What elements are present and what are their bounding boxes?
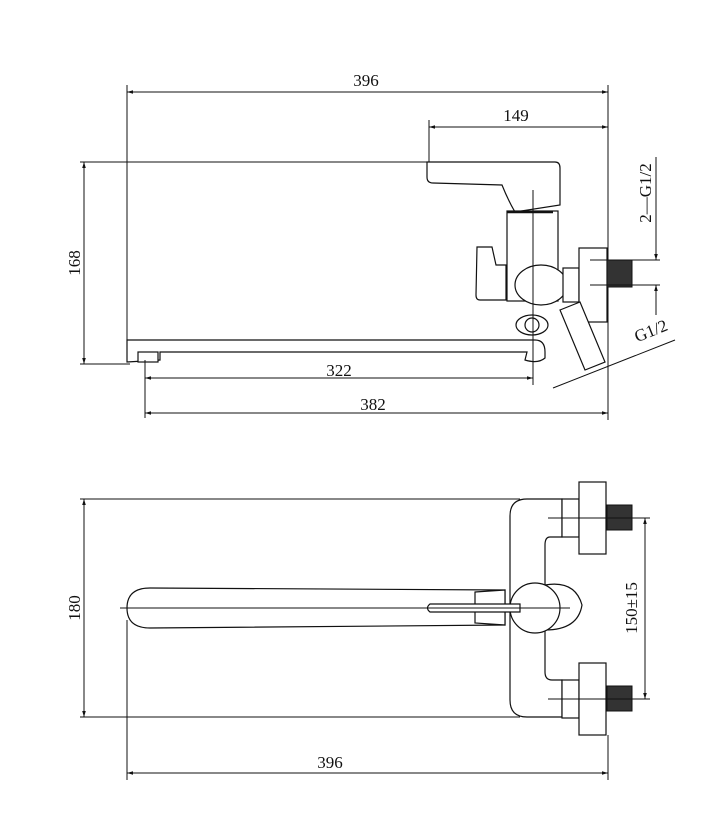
inlet-thread <box>606 259 633 288</box>
dim-inlet-spacing: 150±15 <box>622 582 641 634</box>
dim-height: 168 <box>65 250 84 276</box>
outlet-thread-label: G1/2 <box>632 316 671 346</box>
dim-depth: 180 <box>65 595 84 621</box>
inlet-thread-label: 2—G1/2 <box>636 163 655 223</box>
side-view: 396 149 168 322 <box>65 71 676 420</box>
dim-overall-width-top: 396 <box>317 753 343 772</box>
dim-spout-reach: 322 <box>326 361 352 380</box>
top-view: 180 150±15 396 <box>65 481 650 780</box>
dim-handle-offset: 149 <box>503 106 529 125</box>
dim-spout-to-wall: 382 <box>360 395 386 414</box>
mixer-body-side <box>426 161 633 371</box>
spout-side <box>126 339 546 363</box>
dim-overall-width: 396 <box>353 71 379 90</box>
